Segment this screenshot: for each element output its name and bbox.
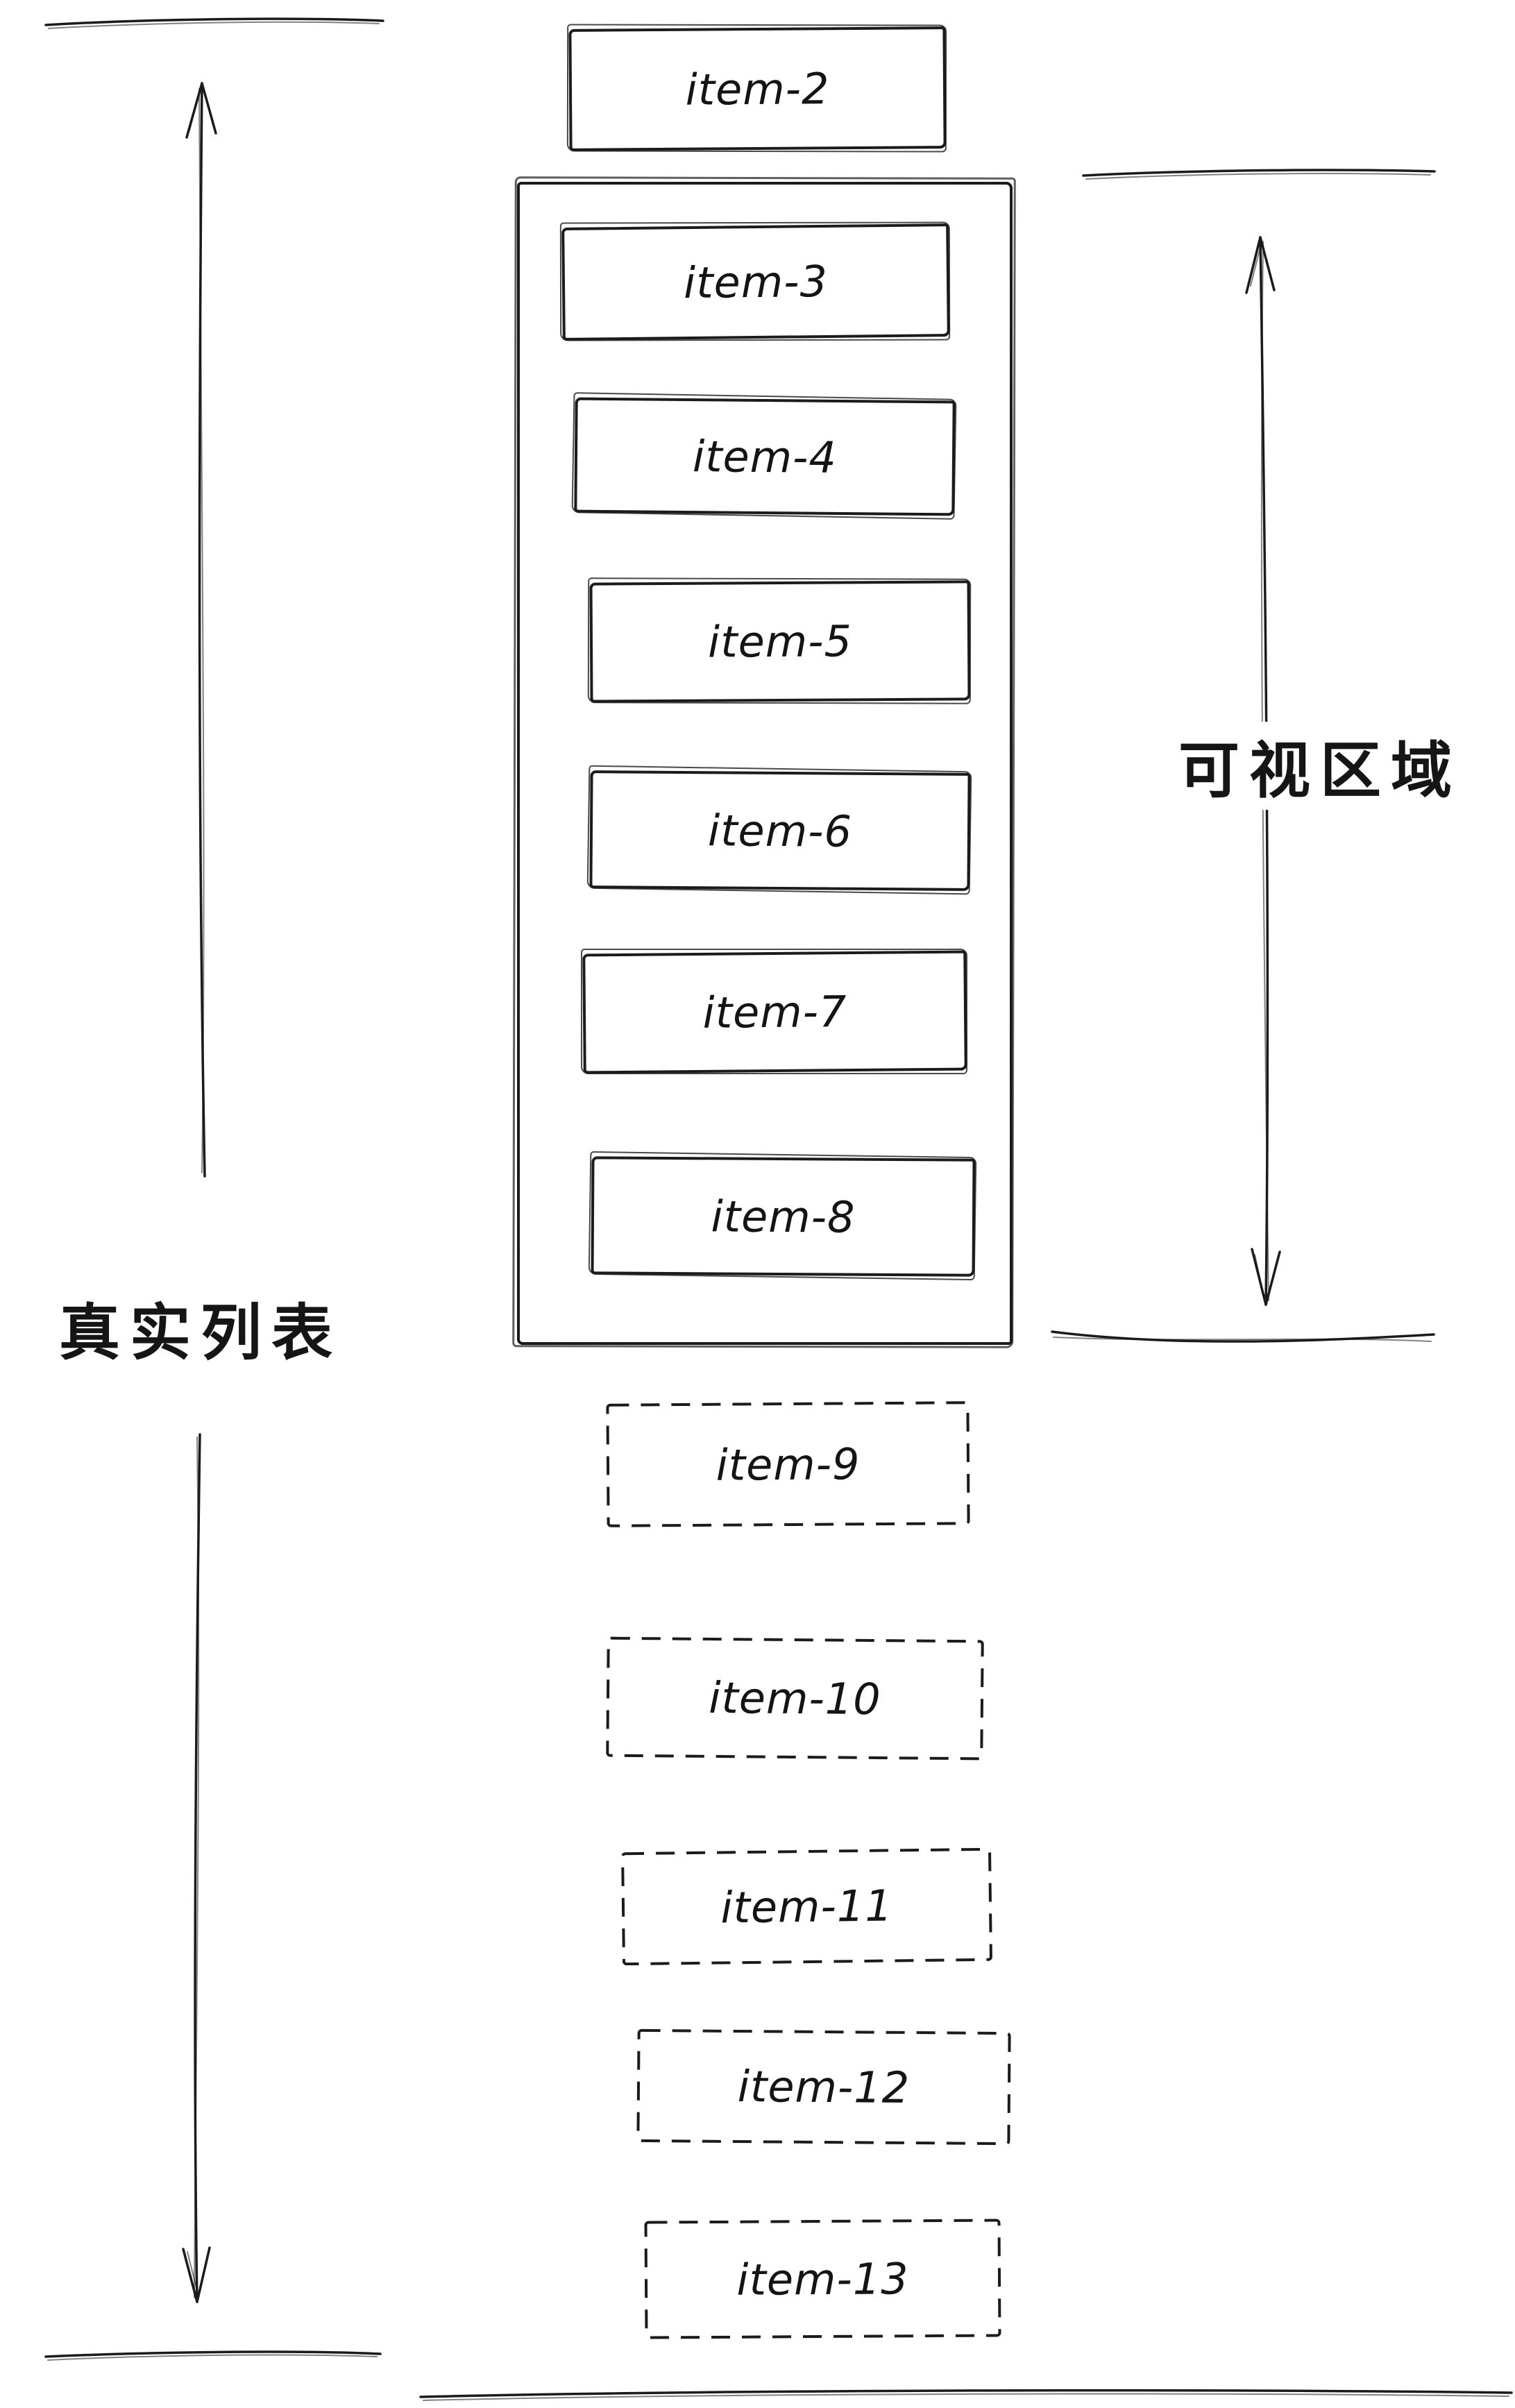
- sketch-line-bottom-wide: [419, 2389, 1513, 2401]
- viewport-frame: [517, 182, 1013, 1345]
- real-list-arrow-down: [182, 1433, 211, 2303]
- real-list-label: 真实列表: [59, 1297, 343, 1368]
- list-item-label: item-6: [707, 804, 853, 857]
- list-item-13: item-13: [643, 2218, 1002, 2340]
- list-item-9: item-9: [605, 1400, 971, 1528]
- list-item-label: item-12: [737, 2061, 911, 2113]
- list-item-8: item-8: [591, 1156, 976, 1277]
- list-item-label: item-8: [711, 1190, 856, 1243]
- visible-area-label: 可视区域: [1173, 722, 1468, 810]
- list-item-label: item-7: [702, 986, 847, 1038]
- dashed-border-outline: [636, 2028, 1011, 2146]
- list-item-3: item-3: [561, 223, 950, 341]
- list-item-label: item-10: [709, 1672, 881, 1725]
- list-item-label: item-3: [683, 255, 829, 309]
- list-item-label: item-9: [716, 1438, 861, 1491]
- list-item-label: item-4: [692, 430, 838, 483]
- list-item-2: item-2: [568, 26, 947, 151]
- list-item-11: item-11: [620, 1847, 993, 1967]
- list-item-4: item-4: [574, 397, 956, 516]
- list-item-5: item-5: [589, 580, 971, 703]
- dashed-border-outline: [606, 1401, 970, 1527]
- dashed-border-outline: [621, 1847, 992, 1966]
- sketch-line-bottom-right: [1051, 1330, 1435, 1343]
- list-item-label: item-5: [707, 616, 853, 668]
- list-item-label: item-13: [736, 2253, 909, 2305]
- dashed-border-outline: [606, 1636, 984, 1761]
- real-list-arrow-up: [185, 82, 217, 1178]
- list-item-6: item-6: [589, 770, 971, 891]
- list-item-label: item-2: [685, 62, 830, 115]
- dashed-border-outline: [644, 2219, 1001, 2339]
- sketch-line-top-right: [1082, 169, 1436, 180]
- list-item-12: item-12: [636, 2028, 1012, 2146]
- list-item-7: item-7: [582, 950, 967, 1074]
- sketch-line-top-left: [44, 17, 384, 29]
- sketch-line-bottom-left: [44, 2350, 382, 2361]
- list-item-10: item-10: [605, 1636, 985, 1761]
- list-item-label: item-11: [720, 1880, 894, 1933]
